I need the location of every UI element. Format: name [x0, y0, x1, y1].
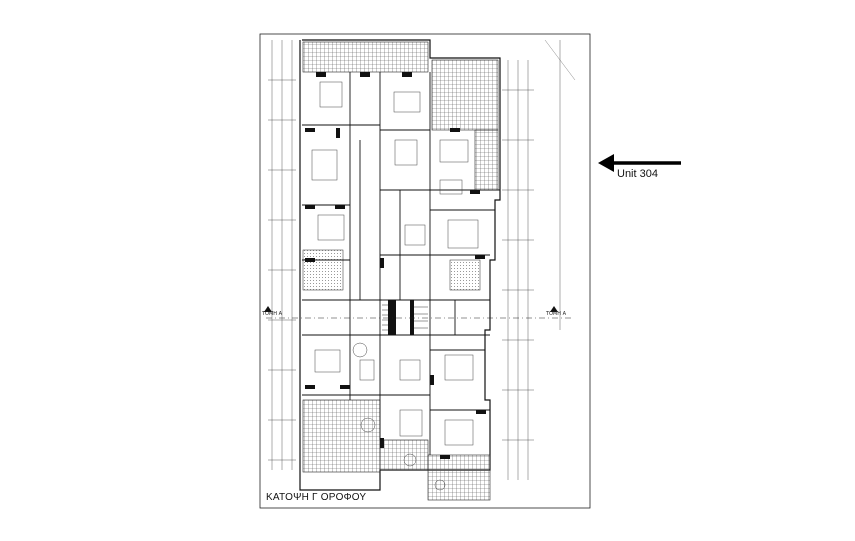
unit-label: Unit 304 — [617, 168, 658, 180]
section-label-right: ΤΟΜΗ Α — [546, 311, 567, 317]
building-outline — [299, 39, 501, 491]
terraces — [302, 41, 499, 501]
dimension-lines-left — [268, 40, 296, 470]
structural-columns — [305, 72, 486, 459]
furniture — [311, 81, 479, 491]
section-label-left: ΤΟΜΗ Α — [262, 311, 283, 317]
sheet-frame — [259, 33, 591, 509]
floor-plan-title: ΚΑΤΟΨΗ Γ ΟΡΟΦΟΥ — [266, 492, 367, 503]
section-marker-right-icon — [550, 306, 558, 312]
arrow-left-icon — [598, 154, 681, 172]
dimension-lines-right — [502, 39, 576, 480]
section-marker-left-icon — [264, 306, 272, 312]
stairs — [382, 299, 428, 331]
section-line — [264, 306, 572, 319]
